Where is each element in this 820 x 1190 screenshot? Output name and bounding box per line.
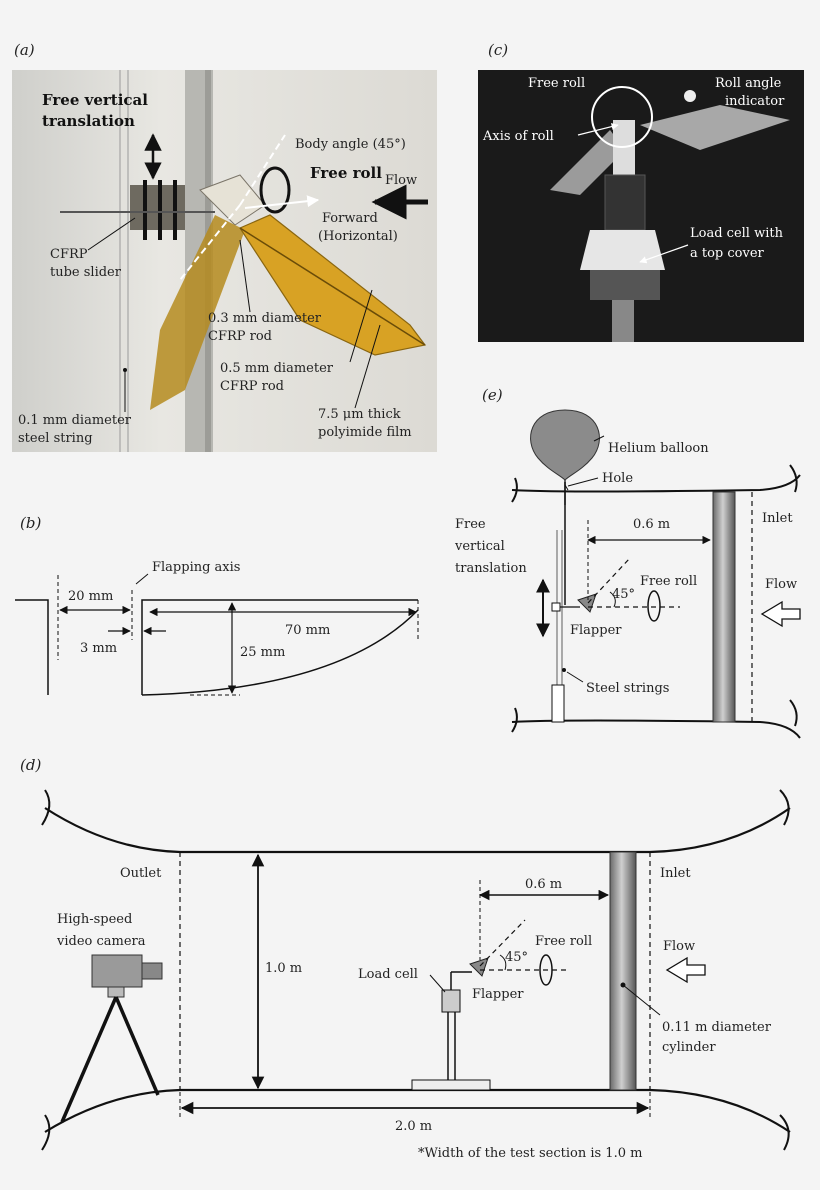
- c-free-roll: Free roll: [528, 76, 585, 91]
- d-load-cell: Load cell: [358, 967, 418, 982]
- panel-label-d: (d): [20, 756, 41, 774]
- c-roll-indicator-2: indicator: [725, 94, 785, 109]
- e-dist: 0.6 m: [633, 517, 670, 532]
- balloon-setup-diagram: [511, 409, 801, 739]
- b-dim70: 70 mm: [285, 623, 330, 638]
- panel-label-c: (c): [488, 41, 508, 59]
- e-balloon: Helium balloon: [608, 441, 709, 456]
- e-free-vertical-2: vertical: [454, 539, 505, 554]
- d-outlet: Outlet: [120, 866, 162, 881]
- e-hole: Hole: [602, 471, 633, 486]
- e-flapper: Flapper: [570, 623, 622, 638]
- a-free-vertical-1: Free vertical: [42, 91, 148, 109]
- d-angle: 45°: [505, 950, 528, 965]
- a-body-angle: Body angle (45°): [295, 137, 406, 152]
- e-free-roll: Free roll: [640, 574, 697, 589]
- d-dist: 0.6 m: [525, 877, 562, 892]
- a-rod03-2: CFRP rod: [208, 329, 272, 344]
- a-string-1: 0.1 mm diameter: [18, 413, 132, 428]
- panel-label-a: (a): [14, 41, 35, 59]
- d-cyl-1: 0.11 m diameter: [662, 1020, 772, 1035]
- b-dim25: 25 mm: [240, 645, 285, 660]
- e-inlet: Inlet: [762, 511, 793, 526]
- c-axis-roll: Axis of roll: [482, 129, 554, 144]
- panel-label-b: (b): [20, 514, 41, 532]
- d-flapper: Flapper: [472, 987, 524, 1002]
- wing-dimension-diagram: [15, 573, 419, 696]
- c-load-cell-1: Load cell with: [690, 226, 784, 241]
- photo-a: [12, 70, 437, 452]
- a-film-1: 7.5 μm thick: [318, 407, 401, 422]
- b-dim20: 20 mm: [68, 589, 113, 604]
- e-free-vertical-1: Free: [455, 517, 486, 532]
- a-forward-1: Forward: [322, 211, 378, 226]
- d-height: 1.0 m: [265, 961, 302, 976]
- e-flow: Flow: [765, 577, 797, 592]
- b-flapping-axis: Flapping axis: [152, 560, 240, 575]
- c-roll-indicator-1: Roll angle: [715, 76, 782, 91]
- d-length: 2.0 m: [395, 1119, 432, 1134]
- a-free-roll: Free roll: [310, 164, 382, 182]
- a-forward-2: (Horizontal): [318, 229, 398, 244]
- photo-c: [478, 70, 804, 342]
- a-rod05-2: CFRP rod: [220, 379, 284, 394]
- a-film-2: polyimide film: [318, 425, 412, 440]
- d-flow: Flow: [663, 939, 695, 954]
- a-flow: Flow: [385, 173, 417, 188]
- panel-label-e: (e): [482, 386, 503, 404]
- wind-tunnel-diagram: [41, 789, 791, 1151]
- a-cfrp-slider-1: CFRP: [50, 247, 88, 262]
- d-camera-2: video camera: [56, 934, 146, 949]
- a-rod05-1: 0.5 mm diameter: [220, 361, 334, 376]
- a-rod03-1: 0.3 mm diameter: [208, 311, 322, 326]
- d-free-roll: Free roll: [535, 934, 592, 949]
- e-angle: 45°: [612, 587, 635, 602]
- d-cyl-2: cylinder: [662, 1040, 716, 1055]
- e-strings: Steel strings: [586, 681, 669, 696]
- b-dim3: 3 mm: [80, 641, 117, 656]
- d-camera-1: High-speed: [57, 912, 132, 927]
- a-cfrp-slider-2: tube slider: [50, 265, 122, 280]
- e-free-vertical-3: translation: [455, 561, 527, 576]
- c-load-cell-2: a top cover: [690, 246, 765, 261]
- a-free-vertical-2: translation: [42, 112, 135, 130]
- d-inlet: Inlet: [660, 866, 691, 881]
- d-note: *Width of the test section is 1.0 m: [418, 1146, 642, 1161]
- a-string-2: steel string: [18, 431, 93, 446]
